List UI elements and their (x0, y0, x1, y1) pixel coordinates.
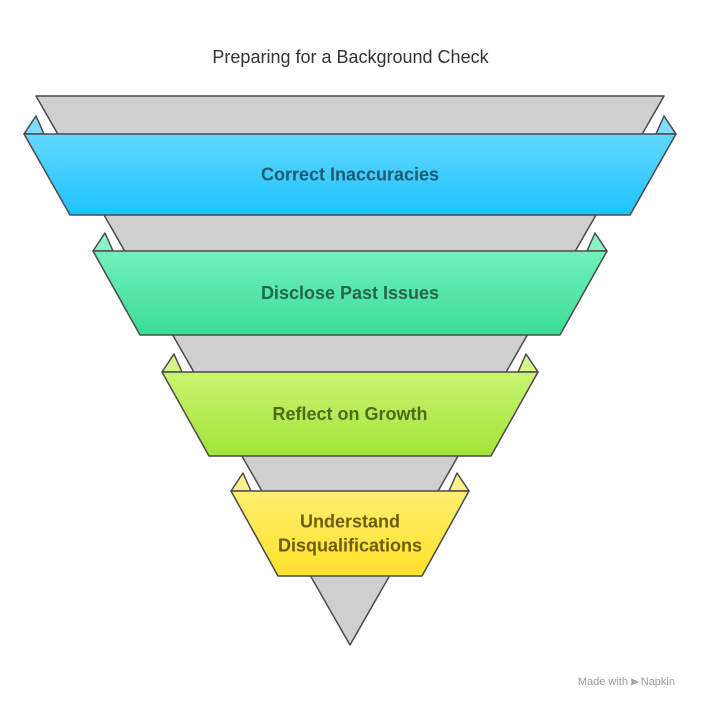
stage-4-right-wing (448, 472, 470, 492)
stage-4-label-line: Understand (300, 512, 400, 532)
stage-2-right-wing (586, 232, 608, 252)
diagram-title: Preparing for a Background Check (212, 47, 489, 67)
stage-2-label: Disclose Past Issues (261, 283, 439, 303)
napkin-watermark: Made with ⪢ Napkin (578, 674, 675, 689)
stage-4-band (230, 490, 470, 577)
stage-1-right-wing (655, 115, 677, 135)
funnel-back-shape (35, 95, 665, 646)
stage-3-band (161, 371, 539, 457)
stage-2-label-line: Disclose Past Issues (261, 283, 439, 303)
stage-1-left-wing (23, 115, 45, 135)
stage-3-label: Reflect on Growth (272, 404, 427, 424)
stage-4-left-wing (230, 472, 252, 492)
napkin-brand-text: Napkin (640, 675, 675, 688)
made-with-text: Made with (577, 675, 628, 688)
stage-2-left-wing (92, 232, 114, 252)
stage-1-label: Correct Inaccuracies (261, 165, 439, 185)
stage-3-label-line: Reflect on Growth (272, 404, 427, 424)
stage-2-band (92, 250, 608, 336)
stage-3-right-wing (517, 353, 539, 373)
stage-4-label-line: Disqualifications (278, 536, 422, 556)
stage-1-band (23, 133, 677, 216)
napkin-logo-icon: ⪢ (630, 674, 638, 688)
stage-1-label-line: Correct Inaccuracies (261, 165, 439, 185)
stage-3-left-wing (161, 353, 183, 373)
